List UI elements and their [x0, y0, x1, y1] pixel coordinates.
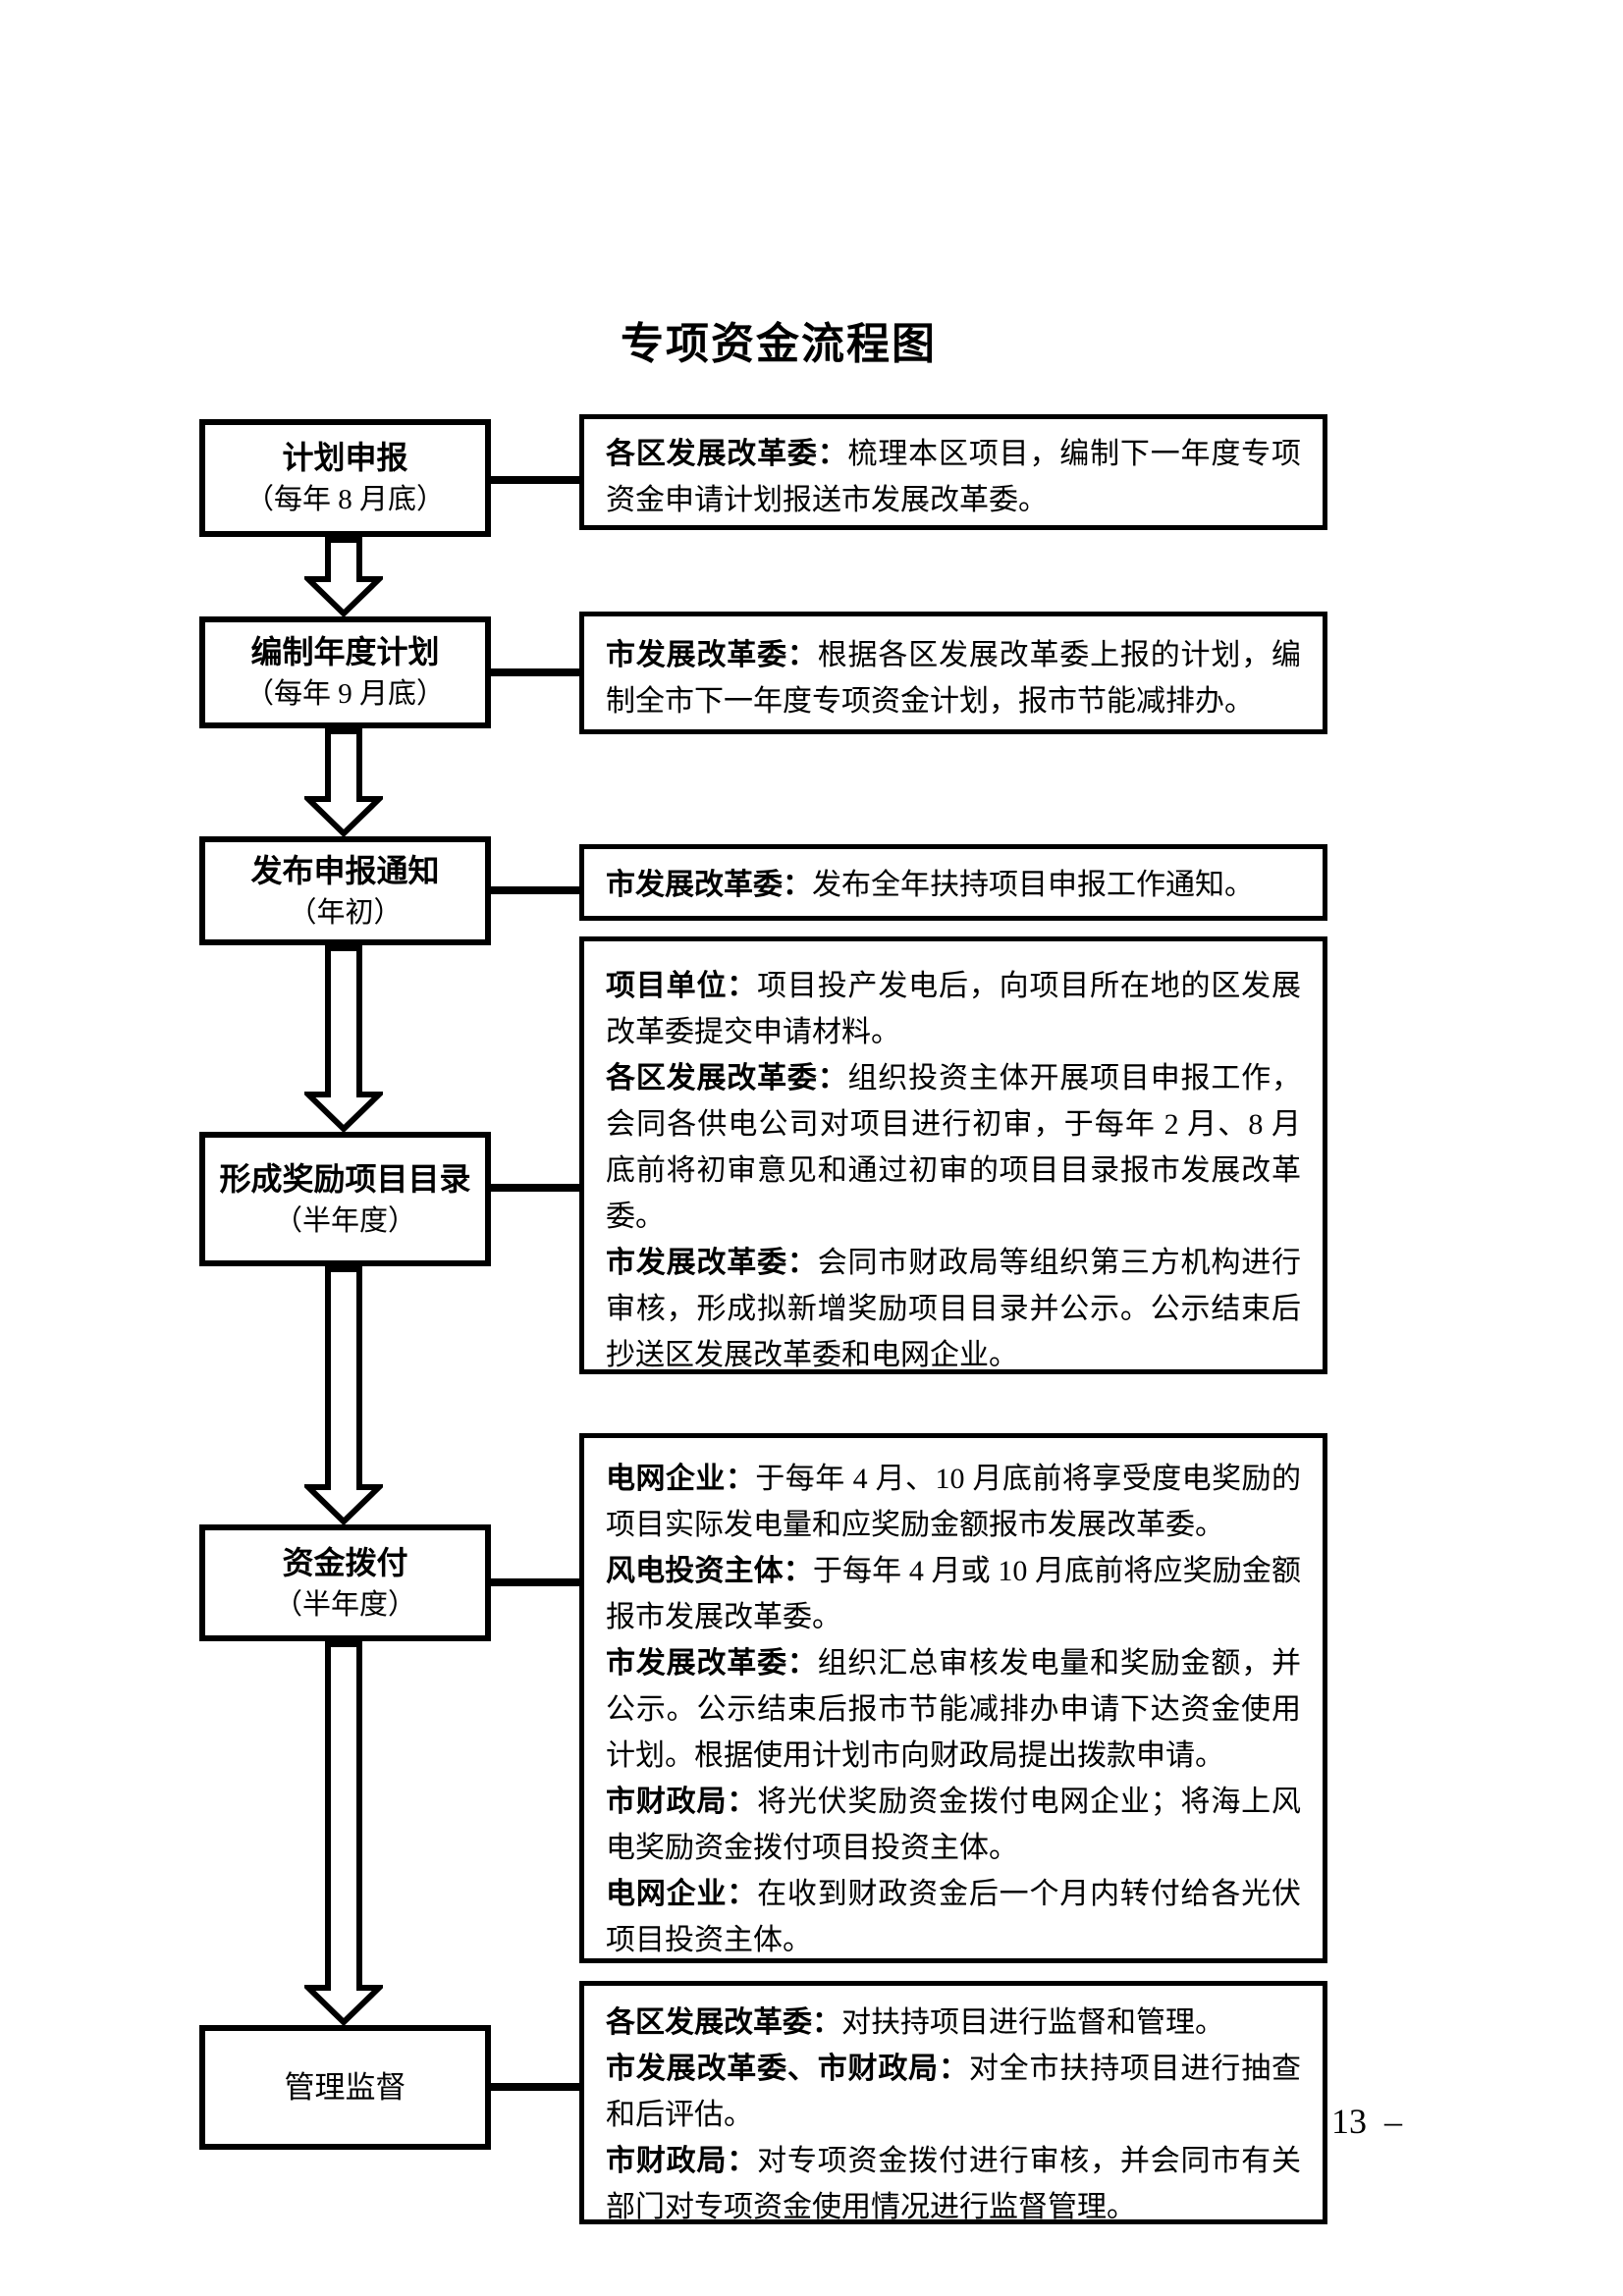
- detail-box-supervision: 各区发展改革委：对扶持项目进行监督和管理。 市发展改革委、市财政局：对全市扶持项…: [579, 1981, 1327, 2224]
- segment-text: 于每年 4 月、10 月底前将享受度电奖励的项目实际发电量和应奖励金额报市发展改…: [606, 1463, 1302, 1541]
- flow-step-title: 发布申报通知: [250, 852, 440, 888]
- flow-step-title: 形成奖励项目目录: [219, 1160, 471, 1197]
- detail-segment: 各区发展改革委：梳理本区项目，编制下一年度专项资金申请计划报送市发展改革委。: [606, 431, 1301, 523]
- down-arrow-icon: [304, 945, 383, 1132]
- segment-label: 项目单位：: [606, 970, 758, 1002]
- segment-label: 各区发展改革委：: [606, 2006, 841, 2039]
- segment-text: 组织投资主体开展项目申报工作，会同各供电公司对项目进行初审，于每年 2 月、8 …: [606, 1062, 1302, 1233]
- segment-label: 风电投资主体：: [606, 1555, 813, 1587]
- connector-line: [491, 886, 579, 894]
- detail-segment: 市发展改革委、市财政局：对全市扶持项目进行抽查和后评估。: [606, 2046, 1301, 2138]
- segment-text: 组织汇总审核发电量和奖励金额，并公示。公示结束后报市节能减排办申请下达资金使用计…: [606, 1647, 1302, 1772]
- down-arrow-icon: [304, 1641, 383, 2025]
- flow-step-plan-declaration: 计划申报 （每年 8 月底）: [199, 419, 491, 537]
- detail-box-plan-declaration: 各区发展改革委：梳理本区项目，编制下一年度专项资金申请计划报送市发展改革委。: [579, 414, 1327, 530]
- flow-step-subtitle: （每年 9 月底）: [244, 678, 445, 710]
- segment-text: 根据各区发展改革委上报的计划，编制全市下一年度专项资金计划，报市节能减排办。: [606, 639, 1302, 718]
- detail-segment: 市发展改革委：根据各区发展改革委上报的计划，编制全市下一年度专项资金计划，报市节…: [606, 632, 1301, 724]
- flow-step-annual-plan: 编制年度计划 （每年 9 月底）: [199, 616, 491, 728]
- detail-segment: 风电投资主体：于每年 4 月或 10 月底前将应奖励金额报市发展改革委。: [606, 1548, 1301, 1640]
- segment-text: 对扶持项目进行监督和管理。: [841, 2006, 1224, 2039]
- connector-line: [491, 1184, 579, 1192]
- segment-label: 市财政局：: [606, 1786, 758, 1818]
- connector-line: [491, 1578, 579, 1586]
- connector-line: [491, 668, 579, 676]
- segment-text: 在收到财政资金后一个月内转付给各光伏项目投资主体。: [606, 1878, 1302, 1956]
- detail-box-publish-notice: 市发展改革委：发布全年扶持项目申报工作通知。: [579, 844, 1327, 921]
- detail-segment: 电网企业：于每年 4 月、10 月底前将享受度电奖励的项目实际发电量和应奖励金额…: [606, 1456, 1301, 1548]
- segment-label: 市财政局：: [606, 2145, 758, 2177]
- segment-label: 电网企业：: [606, 1463, 756, 1495]
- segment-label: 市发展改革委：: [606, 639, 818, 671]
- page-title: 专项资金流程图: [621, 320, 937, 368]
- segment-text: 对全市扶持项目进行抽查和后评估。: [606, 2053, 1302, 2131]
- flow-step-fund-allocation: 资金拨付 （半年度）: [199, 1524, 491, 1641]
- segment-text: 于每年 4 月或 10 月底前将应奖励金额报市发展改革委。: [606, 1555, 1301, 1633]
- segment-label: 市发展改革委：: [606, 1647, 818, 1680]
- connector-line: [491, 2083, 579, 2091]
- detail-segment: 电网企业：在收到财政资金后一个月内转付给各光伏项目投资主体。: [606, 1871, 1301, 1963]
- segment-label: 电网企业：: [606, 1878, 758, 1910]
- segment-label: 市发展改革委：: [606, 869, 812, 901]
- flow-step-title: 计划申报: [282, 440, 408, 475]
- segment-text: 发布全年扶持项目申报工作通知。: [812, 869, 1254, 901]
- down-arrow-icon: [304, 537, 383, 616]
- flow-step-supervision: 管理监督: [199, 2025, 491, 2150]
- detail-segment: 市发展改革委：会同市财政局等组织第三方机构进行审核，形成拟新增奖励项目目录并公示…: [606, 1240, 1301, 1378]
- segment-text: 梳理本区项目，编制下一年度专项资金申请计划报送市发展改革委。: [606, 438, 1302, 516]
- flow-step-reward-catalog: 形成奖励项目目录 （半年度）: [199, 1132, 491, 1266]
- detail-box-annual-plan: 市发展改革委：根据各区发展改革委上报的计划，编制全市下一年度专项资金计划，报市节…: [579, 612, 1327, 734]
- flow-step-subtitle: （年初）: [288, 896, 403, 929]
- flow-step-publish-notice: 发布申报通知 （年初）: [199, 836, 491, 945]
- down-arrow-icon: [304, 728, 383, 836]
- segment-text: 对专项资金拨付进行审核，并会同市有关部门对专项资金使用情况进行监督管理。: [606, 2145, 1302, 2223]
- segment-label: 市发展改革委、市财政局：: [606, 2053, 969, 2085]
- flow-step-subtitle: （半年度）: [273, 1204, 416, 1237]
- segment-label: 市发展改革委：: [606, 1247, 818, 1279]
- detail-segment: 市发展改革委：组织汇总审核发电量和奖励金额，并公示。公示结束后报市节能减排办申请…: [606, 1640, 1301, 1779]
- segment-text: 项目投产发电后，向项目所在地的区发展改革委提交申请材料。: [606, 970, 1302, 1048]
- connector-line: [491, 476, 579, 484]
- flow-step-title: 资金拨付: [282, 1544, 408, 1580]
- detail-segment: 市财政局：对专项资金拨付进行审核，并会同市有关部门对专项资金使用情况进行监督管理…: [606, 2138, 1301, 2230]
- flow-step-subtitle: （每年 8 月底）: [244, 484, 445, 515]
- detail-box-fund-allocation: 电网企业：于每年 4 月、10 月底前将享受度电奖励的项目实际发电量和应奖励金额…: [579, 1433, 1327, 1963]
- segment-label: 各区发展改革委：: [606, 438, 848, 470]
- detail-segment: 各区发展改革委：对扶持项目进行监督和管理。: [606, 2000, 1301, 2046]
- flow-step-title: 编制年度计划: [250, 634, 440, 669]
- detail-segment: 项目单位：项目投产发电后，向项目所在地的区发展改革委提交申请材料。: [606, 963, 1301, 1055]
- segment-text: 会同市财政局等组织第三方机构进行审核，形成拟新增奖励项目目录并公示。公示结束后抄…: [606, 1247, 1302, 1371]
- segment-label: 各区发展改革委：: [606, 1062, 848, 1095]
- page-number: 13 –: [1331, 2102, 1402, 2141]
- detail-segment: 市财政局：将光伏奖励资金拨付电网企业；将海上风电奖励资金拨付项目投资主体。: [606, 1779, 1301, 1871]
- detail-box-reward-catalog: 项目单位：项目投产发电后，向项目所在地的区发展改革委提交申请材料。 各区发展改革…: [579, 936, 1327, 1374]
- segment-text: 将光伏奖励资金拨付电网企业；将海上风电奖励资金拨付项目投资主体。: [606, 1786, 1302, 1864]
- detail-segment: 市发展改革委：发布全年扶持项目申报工作通知。: [606, 862, 1301, 908]
- flow-step-subtitle: （半年度）: [273, 1588, 416, 1621]
- flow-step-title: 管理监督: [284, 2069, 406, 2105]
- down-arrow-icon: [304, 1266, 383, 1524]
- detail-segment: 各区发展改革委：组织投资主体开展项目申报工作，会同各供电公司对项目进行初审，于每…: [606, 1055, 1301, 1240]
